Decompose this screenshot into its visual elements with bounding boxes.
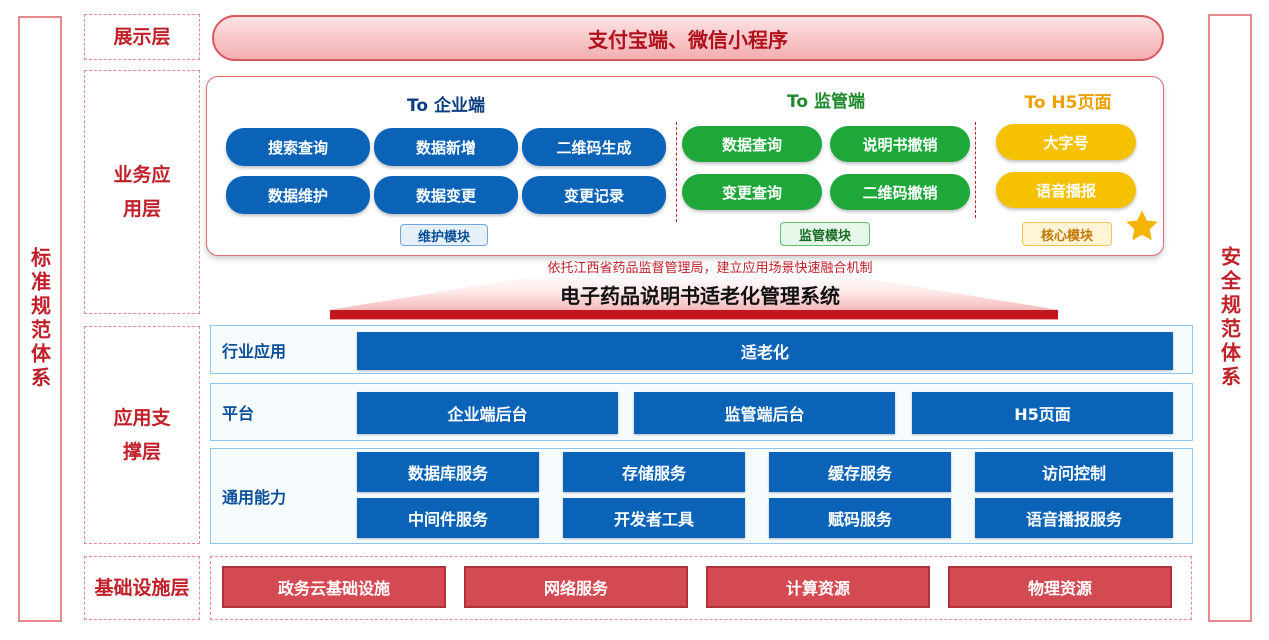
- enterprise-item-records[interactable]: 变更记录: [522, 176, 666, 214]
- layer-label-display: 展示层: [84, 14, 200, 60]
- common-item-storage[interactable]: 存储服务: [563, 452, 745, 492]
- industry-item-elderly[interactable]: 适老化: [357, 332, 1173, 370]
- regulator-item-revoke-manual[interactable]: 说明书撤销: [830, 126, 970, 162]
- enterprise-item-change[interactable]: 数据变更: [374, 176, 518, 214]
- row-common-label: 通用能力: [222, 488, 287, 507]
- regulator-item-revoke-qrcode[interactable]: 二维码撤销: [830, 174, 970, 210]
- infra-item-cloud[interactable]: 政务云基础设施: [222, 566, 446, 608]
- regulator-module-tag: 监管模块: [780, 222, 870, 246]
- common-item-access[interactable]: 访问控制: [975, 452, 1173, 492]
- title-underline: [330, 310, 1058, 319]
- left-side-label: 标准规范体系: [27, 247, 52, 391]
- regulator-item-query[interactable]: 数据查询: [682, 126, 822, 162]
- enterprise-item-maintain[interactable]: 数据维护: [226, 176, 370, 214]
- platform-item-enterprise[interactable]: 企业端后台: [357, 392, 618, 434]
- infra-row: [210, 556, 1192, 620]
- left-side-panel: 标准规范体系: [18, 16, 62, 622]
- common-item-middleware[interactable]: 中间件服务: [357, 498, 539, 538]
- common-item-voice[interactable]: 语音播报服务: [975, 498, 1173, 538]
- right-side-panel: 安全规范体系: [1208, 14, 1252, 622]
- system-title: 电子药品说明书适老化管理系统: [560, 283, 840, 308]
- enterprise-module-tag: 维护模块: [400, 224, 488, 246]
- common-item-coding[interactable]: 赋码服务: [769, 498, 951, 538]
- enterprise-item-add[interactable]: 数据新增: [374, 128, 518, 166]
- h5-item-large-font[interactable]: 大字号: [996, 124, 1136, 160]
- common-item-cache[interactable]: 缓存服务: [769, 452, 951, 492]
- infra-item-network[interactable]: 网络服务: [464, 566, 688, 608]
- display-bar: 支付宝端、微信小程序: [212, 15, 1164, 61]
- infra-item-compute[interactable]: 计算资源: [706, 566, 930, 608]
- h5-title: To H5页面: [1024, 92, 1112, 113]
- h5-item-voice[interactable]: 语音播报: [996, 172, 1136, 208]
- right-side-label: 安全规范体系: [1217, 246, 1242, 390]
- enterprise-item-qrcode[interactable]: 二维码生成: [522, 128, 666, 166]
- layer-label-support: 应用支撑层: [84, 326, 200, 544]
- subtitle: 依托江西省药品监督管理局，建立应用场景快速融合机制: [547, 260, 873, 276]
- divider-1: [676, 122, 677, 222]
- platform-item-regulator[interactable]: 监管端后台: [634, 392, 895, 434]
- common-item-db[interactable]: 数据库服务: [357, 452, 539, 492]
- layer-label-business: 业务应用层: [84, 70, 200, 314]
- row-industry-label: 行业应用: [222, 341, 287, 361]
- enterprise-item-search[interactable]: 搜索查询: [226, 128, 370, 166]
- enterprise-title: To 企业端: [407, 95, 485, 116]
- h5-module-tag: 核心模块: [1022, 222, 1112, 246]
- common-item-devtools[interactable]: 开发者工具: [563, 498, 745, 538]
- regulator-title: To 监管端: [787, 91, 865, 112]
- divider-2: [975, 122, 976, 218]
- platform-item-h5[interactable]: H5页面: [912, 392, 1173, 434]
- star-icon: [1122, 206, 1162, 246]
- infra-item-physical[interactable]: 物理资源: [948, 566, 1172, 608]
- row-platform-label: 平台: [222, 404, 255, 423]
- regulator-item-change-query[interactable]: 变更查询: [682, 174, 822, 210]
- business-panel: [206, 76, 1164, 256]
- layer-label-infra: 基础设施层: [84, 556, 200, 620]
